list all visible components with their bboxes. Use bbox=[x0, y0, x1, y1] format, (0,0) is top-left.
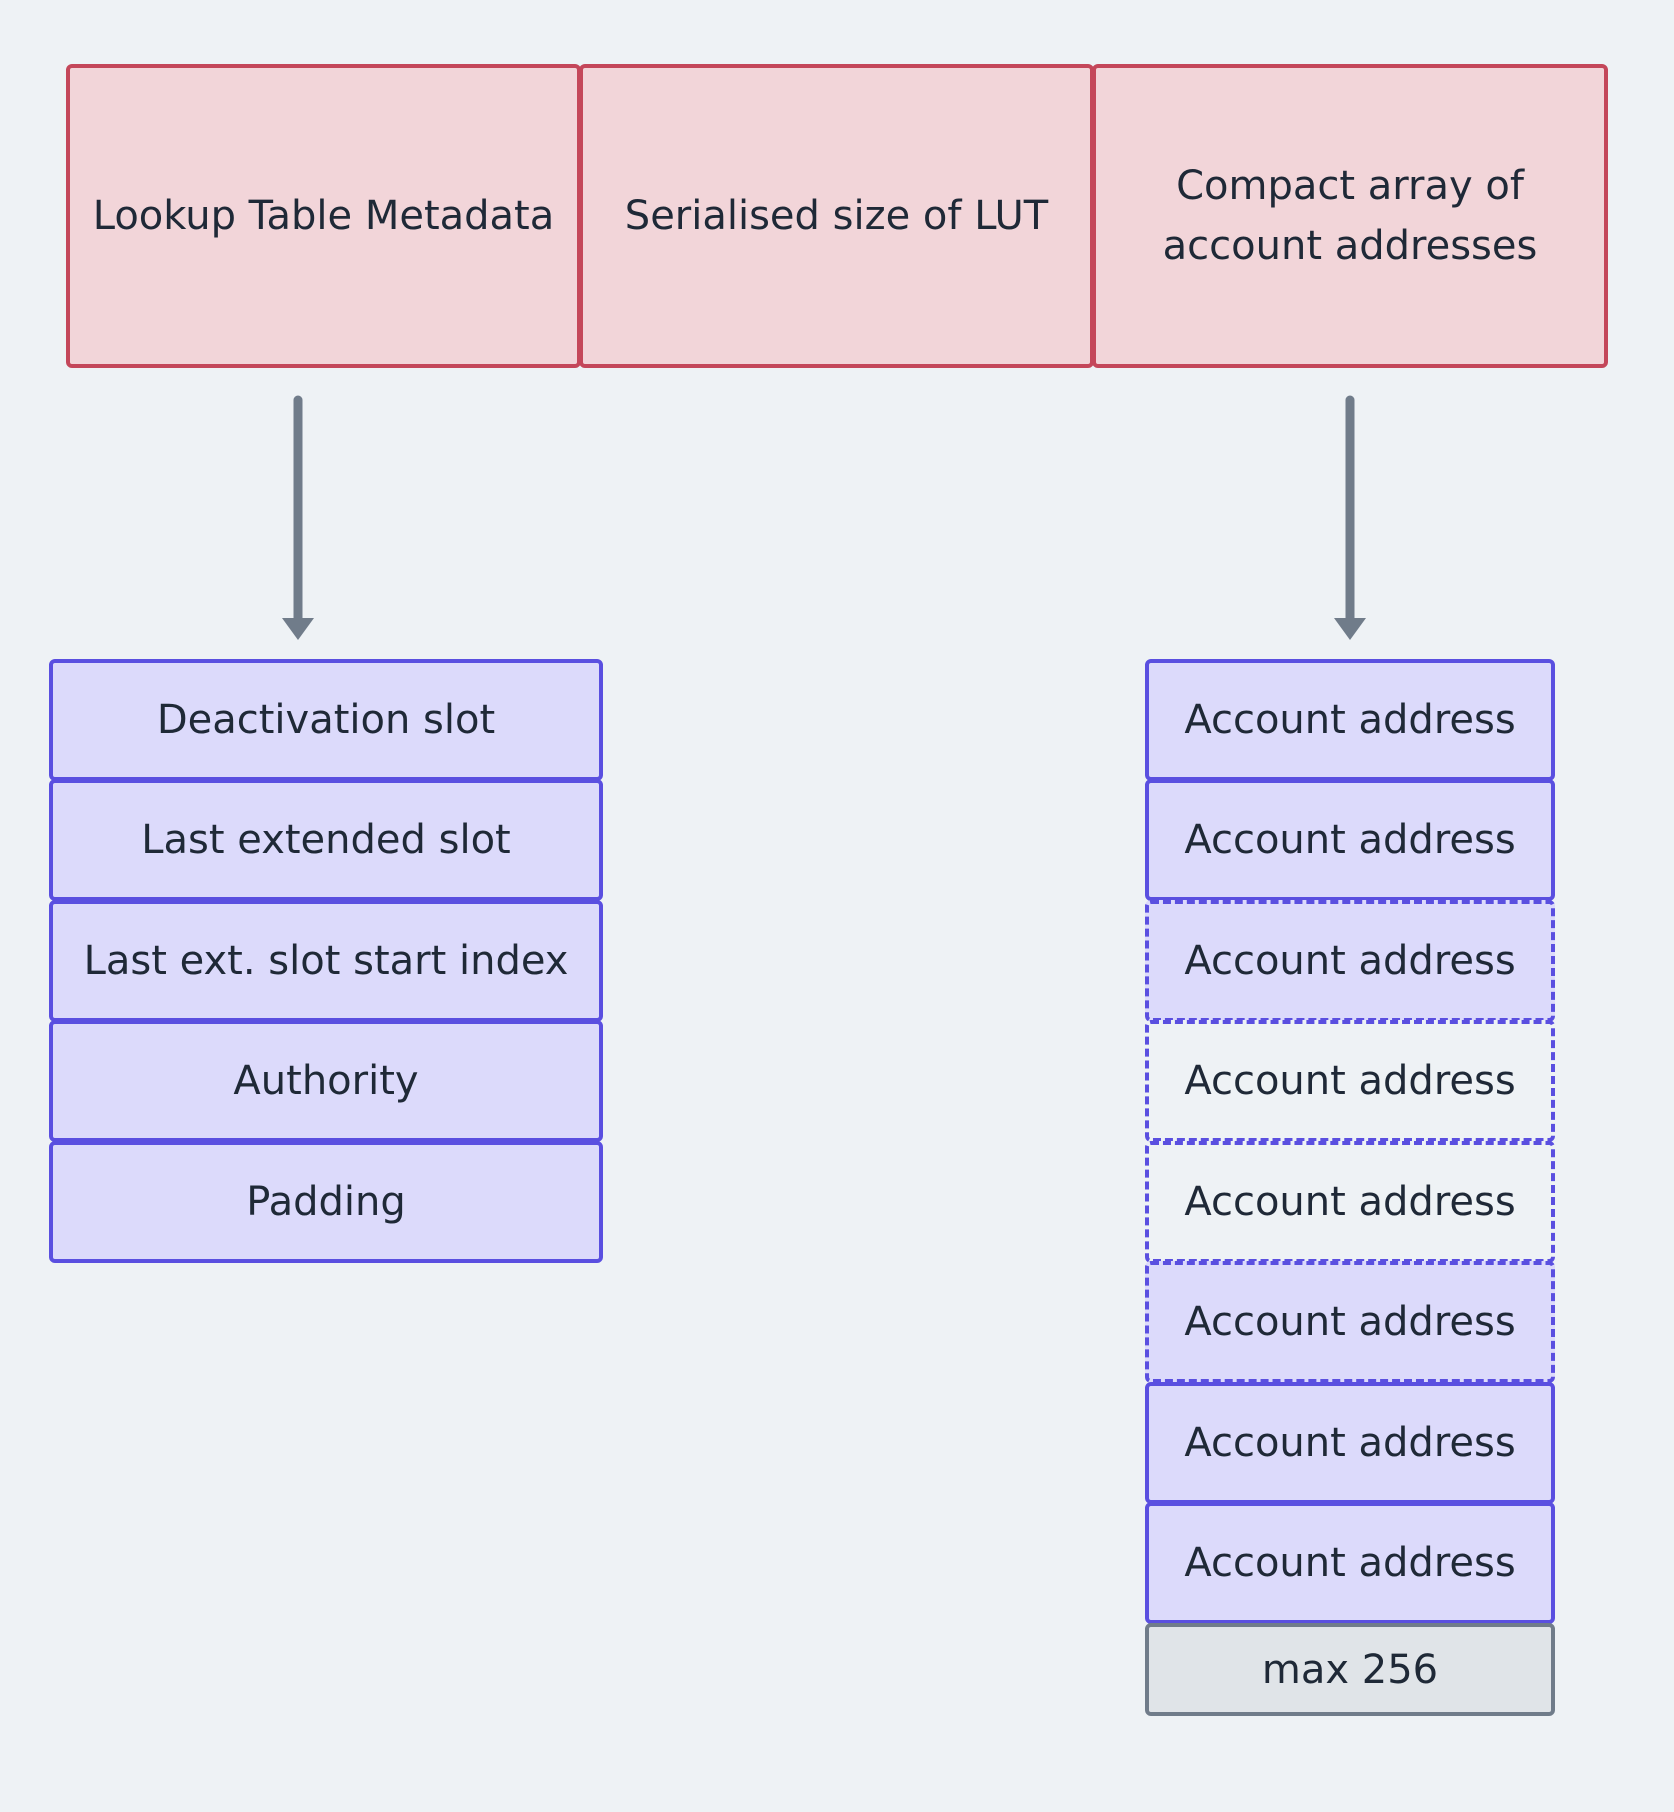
metadata-field-padding: Padding bbox=[49, 1141, 603, 1263]
account-address-box: Account address bbox=[1145, 900, 1555, 1022]
lookup-table-metadata-label: Lookup Table Metadata bbox=[92, 193, 555, 239]
compact-array-box: Compact array of account addresses bbox=[1092, 64, 1608, 368]
metadata-field-deactivation-slot: Deactivation slot bbox=[49, 659, 603, 781]
account-address-label: Account address bbox=[1184, 1420, 1516, 1466]
max-count-box: max 256 bbox=[1145, 1623, 1555, 1716]
metadata-field-label: Last extended slot bbox=[141, 817, 511, 863]
account-address-label: Account address bbox=[1184, 1058, 1516, 1104]
metadata-field-authority: Authority bbox=[49, 1020, 603, 1142]
account-address-box: Account address bbox=[1145, 1382, 1555, 1504]
metadata-field-label: Last ext. slot start index bbox=[83, 938, 569, 984]
metadata-field-label: Authority bbox=[233, 1058, 419, 1104]
serialised-size-label: Serialised size of LUT bbox=[624, 193, 1049, 239]
max-count-label: max 256 bbox=[1261, 1646, 1439, 1693]
account-address-label: Account address bbox=[1184, 817, 1516, 863]
metadata-field-last-ext-slot-start-index: Last ext. slot start index bbox=[49, 900, 603, 1022]
arrow-to-metadata-fields bbox=[282, 395, 314, 640]
account-address-label: Account address bbox=[1184, 1540, 1516, 1586]
account-address-box: Account address bbox=[1145, 1141, 1555, 1263]
account-address-label: Account address bbox=[1184, 1299, 1516, 1345]
account-address-box: Account address bbox=[1145, 659, 1555, 781]
account-address-box: Account address bbox=[1145, 1502, 1555, 1624]
account-address-label: Account address bbox=[1184, 938, 1516, 984]
account-address-label: Account address bbox=[1184, 697, 1516, 743]
arrow-to-account-addresses bbox=[1334, 395, 1366, 640]
metadata-field-last-extended-slot: Last extended slot bbox=[49, 779, 603, 901]
metadata-field-label: Padding bbox=[246, 1179, 406, 1225]
lookup-table-metadata-box: Lookup Table Metadata bbox=[66, 64, 581, 368]
account-address-box: Account address bbox=[1145, 1261, 1555, 1383]
account-address-box: Account address bbox=[1145, 779, 1555, 901]
account-address-box: Account address bbox=[1145, 1020, 1555, 1142]
compact-array-label: Compact array of account addresses bbox=[1162, 163, 1538, 269]
metadata-field-label: Deactivation slot bbox=[156, 697, 496, 743]
account-address-label: Account address bbox=[1184, 1179, 1516, 1225]
serialised-size-box: Serialised size of LUT bbox=[579, 64, 1094, 368]
